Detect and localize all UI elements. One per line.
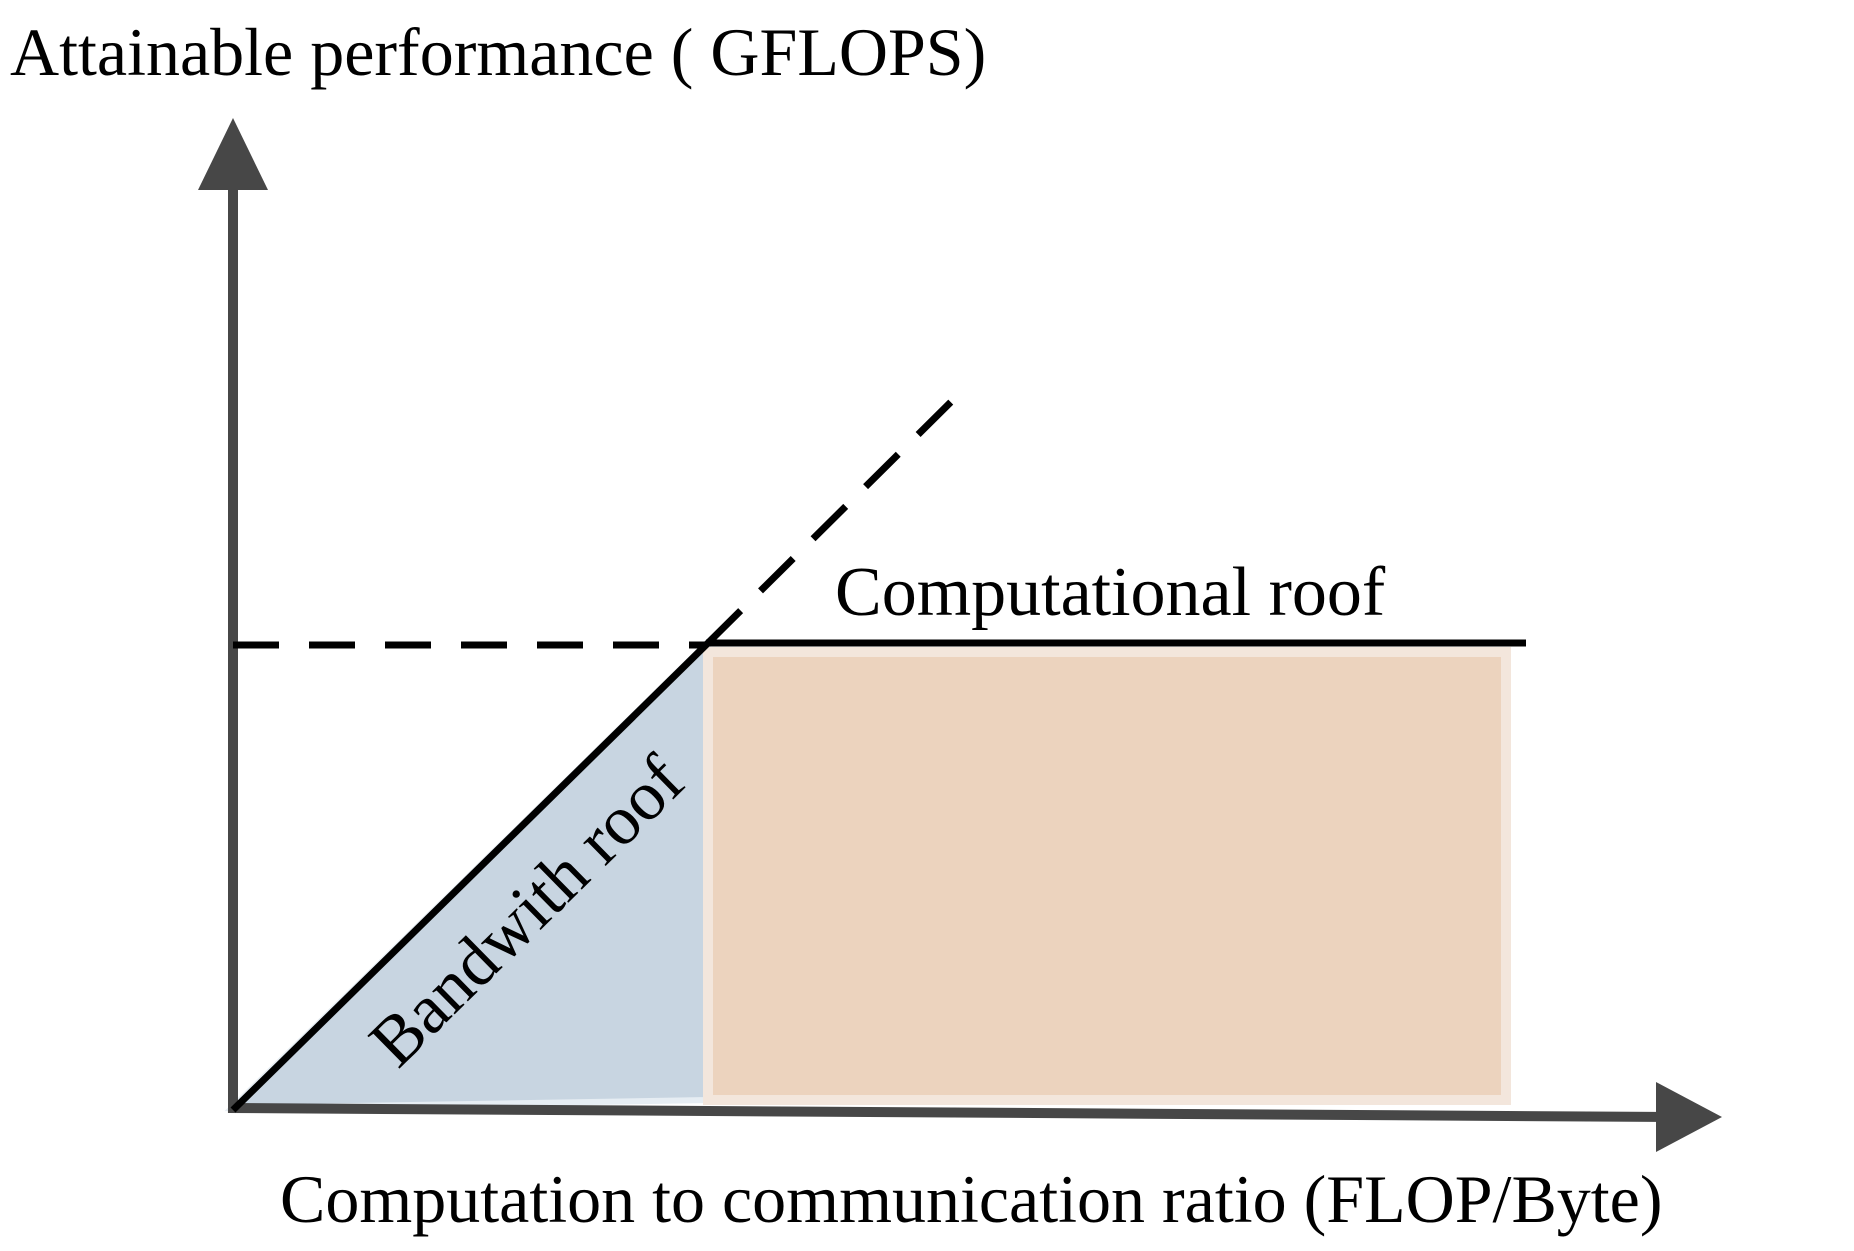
compute-bound-region [703,647,1511,1105]
y-axis-arrowhead [198,118,268,190]
bandwidth-roof-line [230,640,711,1113]
x-axis-line [227,1103,1673,1122]
y-axis-title: Attainable performance ( GFLOPS) [10,14,986,90]
x-axis-title: Computation to communication ratio (FLOP… [280,1161,1663,1237]
x-axis-arrowhead [1656,1082,1722,1152]
bandwidth-roof-dashed-extension [705,382,971,646]
computational-roof-label: Computational roof [835,554,1386,631]
